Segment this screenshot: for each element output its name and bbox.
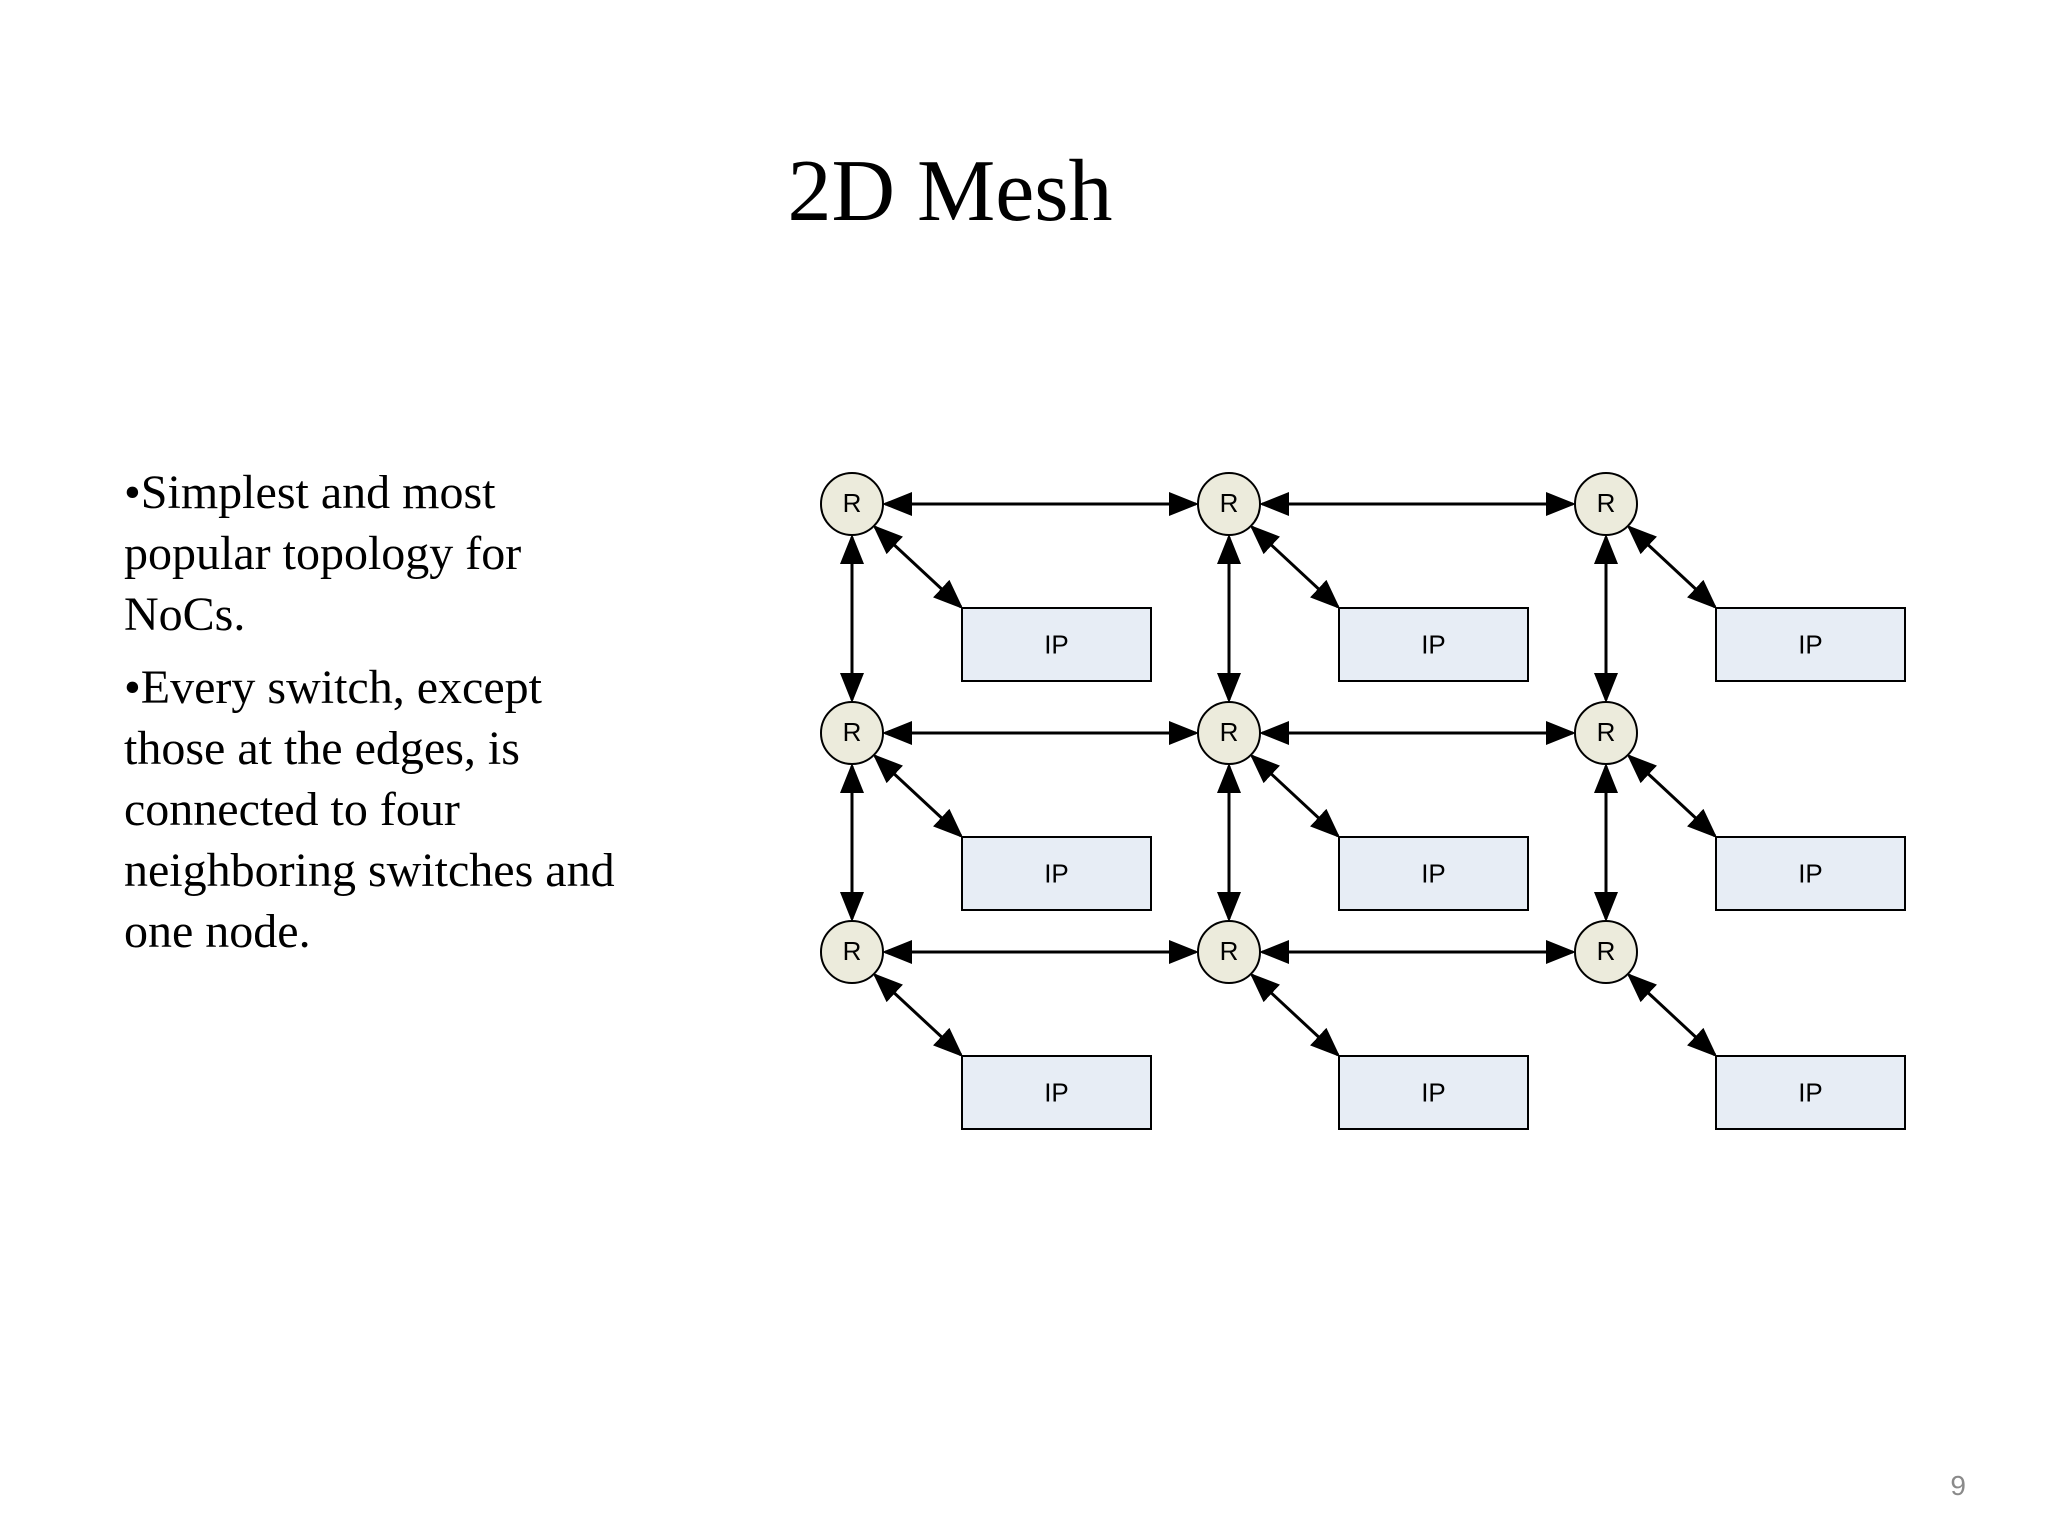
ip-label: IP (1421, 858, 1446, 888)
ip-block (1338, 1055, 1529, 1130)
router-node (1574, 701, 1638, 765)
router-node (820, 920, 884, 984)
router-node (820, 472, 884, 536)
router-node (1197, 920, 1261, 984)
bullet-item: •Simplest and most popular topology for … (124, 466, 522, 641)
router-node (1574, 920, 1638, 984)
router-label: R (843, 488, 862, 518)
ip-label: IP (1044, 629, 1069, 659)
router-label: R (1220, 936, 1239, 966)
ip-label: IP (1798, 1077, 1823, 1107)
links-layer (840, 492, 1718, 1058)
bullet-item: •Every switch, except those at the edges… (124, 661, 615, 958)
ip-block (1338, 836, 1529, 911)
ip-label: IP (1798, 858, 1823, 888)
router-label: R (1220, 488, 1239, 518)
ip-label: IP (1044, 1077, 1069, 1107)
page-number: 9 (1950, 1470, 1966, 1501)
ip-label: IP (1798, 629, 1823, 659)
router-node (1197, 472, 1261, 536)
router-ip-link-arrow (872, 972, 964, 1058)
ip-block (961, 836, 1152, 911)
router-ip-link-arrow (1626, 972, 1718, 1058)
ip-block (1338, 607, 1529, 682)
nodes-layer: R IP R IP R IP R IP R IP R IP R IP R IP R IP (820, 472, 1906, 1130)
router-label: R (843, 936, 862, 966)
router-label: R (1220, 717, 1239, 747)
router-ip-link-arrow (1249, 972, 1341, 1058)
router-node (820, 701, 884, 765)
router-ip-link-arrow (1249, 753, 1341, 839)
slide-title: 2D Mesh (787, 143, 1113, 240)
router-ip-link-arrow (1249, 524, 1341, 610)
ip-block (961, 607, 1152, 682)
router-label: R (843, 717, 862, 747)
ip-block (961, 1055, 1152, 1130)
ip-block (1715, 1055, 1906, 1130)
router-ip-link-arrow (872, 753, 964, 839)
router-ip-link-arrow (1626, 524, 1718, 610)
router-ip-link-arrow (872, 524, 964, 610)
router-label: R (1597, 717, 1616, 747)
ip-label: IP (1421, 629, 1446, 659)
bullet-list: •Simplest and most popular topology for … (124, 462, 624, 974)
router-label: R (1597, 936, 1616, 966)
router-node (1197, 701, 1261, 765)
router-node (1574, 472, 1638, 536)
ip-label: IP (1044, 858, 1069, 888)
ip-label: IP (1421, 1077, 1446, 1107)
router-ip-link-arrow (1626, 753, 1718, 839)
ip-block (1715, 607, 1906, 682)
ip-block (1715, 836, 1906, 911)
router-label: R (1597, 488, 1616, 518)
